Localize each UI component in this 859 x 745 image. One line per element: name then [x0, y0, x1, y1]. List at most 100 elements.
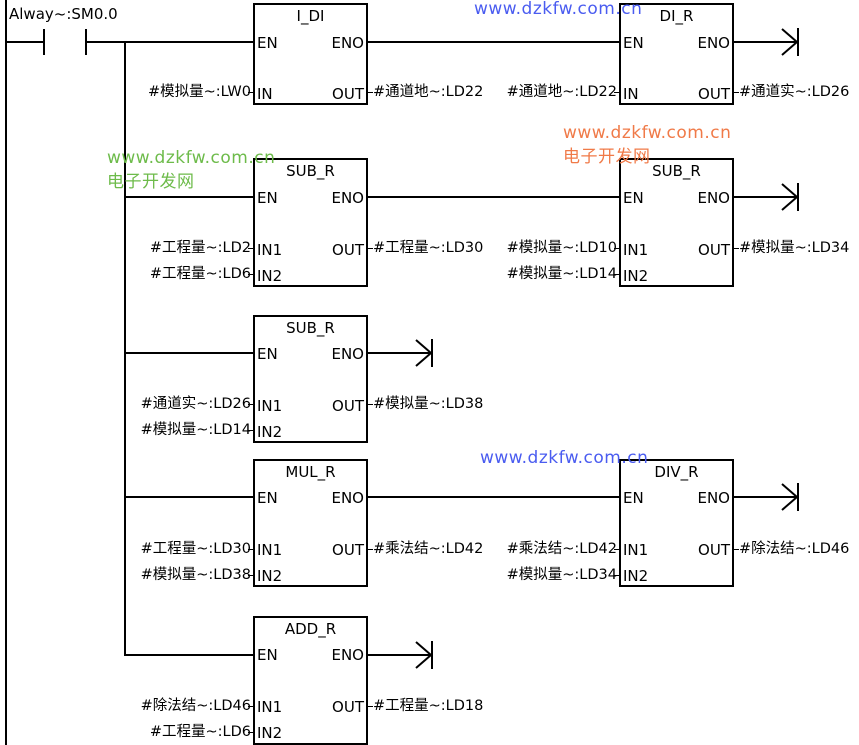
input-operand[interactable]: #模拟量~:LD38: [140, 567, 251, 583]
pin-tick: [367, 404, 373, 405]
eno-wire: [367, 654, 431, 656]
pin-tick: [248, 274, 254, 275]
pin-eno: ENO: [331, 345, 364, 363]
pin-tick: [367, 549, 373, 550]
output-operand[interactable]: #乘法结~:LD42: [373, 541, 484, 557]
pin-en: EN: [623, 189, 644, 207]
pin-out: OUT: [332, 397, 364, 415]
input-operand[interactable]: #工程量~:LD30: [140, 541, 251, 557]
output-operand[interactable]: #通道地~:LD22: [373, 84, 484, 100]
input-operand[interactable]: #通道实~:LD26: [140, 396, 251, 412]
rung-wire: [5, 41, 44, 43]
input-operand[interactable]: #模拟量~:LW0: [148, 84, 251, 100]
input-operand[interactable]: #通道地~:LD22: [506, 84, 617, 100]
input-operand[interactable]: #除法结~:LD46: [140, 698, 251, 714]
contact-label: Alway~:SM0.0: [9, 5, 118, 23]
block-sub-r[interactable]: SUB_R EN ENO IN1 OUT IN2: [253, 158, 368, 287]
pin-in2: IN2: [257, 724, 283, 742]
pin-in2: IN2: [623, 567, 649, 585]
pin-tick: [733, 549, 739, 550]
watermark-name: 电子开发网: [563, 147, 651, 167]
pin-en: EN: [257, 345, 278, 363]
pin-tick: [614, 575, 620, 576]
output-operand[interactable]: #工程量~:LD30: [373, 240, 484, 256]
block-title: I_DI: [296, 7, 325, 25]
eno-terminator-icon: [415, 641, 433, 669]
block-add-r[interactable]: ADD_R EN ENO IN1 OUT IN2: [253, 616, 368, 745]
pin-in1: IN1: [257, 541, 283, 559]
pin-in1: IN1: [257, 241, 283, 259]
eno-wire: [733, 196, 797, 198]
block-title: MUL_R: [285, 463, 336, 481]
pin-out: OUT: [332, 698, 364, 716]
eno-terminator-icon: [781, 28, 799, 56]
eno-wire: [366, 196, 620, 198]
block-title: SUB_R: [286, 162, 335, 180]
block-div-r[interactable]: DIV_R EN ENO IN1 OUT IN2: [619, 459, 734, 587]
pin-eno: ENO: [331, 646, 364, 664]
block-sub-r[interactable]: SUB_R EN ENO IN1 OUT IN2: [253, 315, 368, 443]
pin-tick: [367, 248, 373, 249]
pin-in2: IN2: [623, 267, 649, 285]
contact-left-plate: [43, 29, 45, 55]
block-title: SUB_R: [286, 319, 335, 337]
rung-wire: [86, 41, 254, 43]
pin-tick: [614, 92, 620, 93]
block-sub-r[interactable]: SUB_R EN ENO IN1 OUT IN2: [619, 158, 734, 287]
input-operand[interactable]: #工程量~:LD6: [149, 724, 251, 740]
eno-terminator-icon: [781, 483, 799, 511]
pin-in2: IN2: [257, 567, 283, 585]
pin-in1: IN1: [623, 241, 649, 259]
pin-eno: ENO: [331, 189, 364, 207]
pin-eno: ENO: [331, 34, 364, 52]
input-operand[interactable]: #乘法结~:LD42: [506, 541, 617, 557]
watermark-name: 电子开发网: [107, 172, 195, 192]
pin-tick: [367, 92, 373, 93]
pin-tick: [248, 92, 254, 93]
input-operand[interactable]: #模拟量~:LD14: [140, 422, 251, 438]
pin-out: OUT: [332, 241, 364, 259]
pin-tick: [614, 248, 620, 249]
pin-in2: IN2: [257, 267, 283, 285]
pin-en: EN: [257, 34, 278, 52]
output-operand[interactable]: #通道实~:LD26: [739, 84, 850, 100]
block-mul-r[interactable]: MUL_R EN ENO IN1 OUT IN2: [253, 459, 368, 587]
output-operand[interactable]: #模拟量~:LD34: [739, 240, 850, 256]
pin-tick: [248, 248, 254, 249]
block-di-r[interactable]: DI_R EN ENO IN OUT: [619, 3, 734, 105]
block-title: DIV_R: [654, 463, 699, 481]
pin-in1: IN1: [623, 541, 649, 559]
input-operand[interactable]: #模拟量~:LD14: [506, 266, 617, 282]
pin-tick: [733, 248, 739, 249]
branch-to-mul-r: [124, 496, 254, 498]
pin-tick: [248, 404, 254, 405]
eno-wire: [367, 352, 431, 354]
input-operand[interactable]: #模拟量~:LD10: [506, 240, 617, 256]
branch-to-add-r: [124, 654, 254, 656]
pin-out: OUT: [698, 85, 730, 103]
eno-wire: [733, 41, 797, 43]
pin-out: OUT: [698, 541, 730, 559]
pin-tick: [614, 274, 620, 275]
output-operand[interactable]: #工程量~:LD18: [373, 698, 484, 714]
pin-tick: [248, 732, 254, 733]
pin-eno: ENO: [697, 34, 730, 52]
output-operand[interactable]: #模拟量~:LD38: [373, 396, 484, 412]
input-operand[interactable]: #模拟量~:LD34: [506, 567, 617, 583]
power-rail: [5, 0, 7, 745]
pin-in2: IN2: [257, 423, 283, 441]
watermark-url: www.dzkfw.com.cn: [107, 148, 276, 168]
eno-wire: [733, 496, 797, 498]
block-i-di[interactable]: I_DI EN ENO IN OUT: [253, 3, 368, 105]
branch-to-sub-r-1: [124, 196, 254, 198]
branch-to-sub-r-3: [124, 352, 254, 354]
pin-en: EN: [257, 189, 278, 207]
watermark-url: www.dzkfw.com.cn: [563, 123, 732, 143]
input-operand[interactable]: #工程量~:LD2: [149, 240, 251, 256]
pin-tick: [248, 575, 254, 576]
input-operand[interactable]: #工程量~:LD6: [149, 266, 251, 282]
output-operand[interactable]: #除法结~:LD46: [739, 541, 850, 557]
pin-out: OUT: [698, 241, 730, 259]
eno-wire: [366, 496, 620, 498]
pin-tick: [367, 706, 373, 707]
